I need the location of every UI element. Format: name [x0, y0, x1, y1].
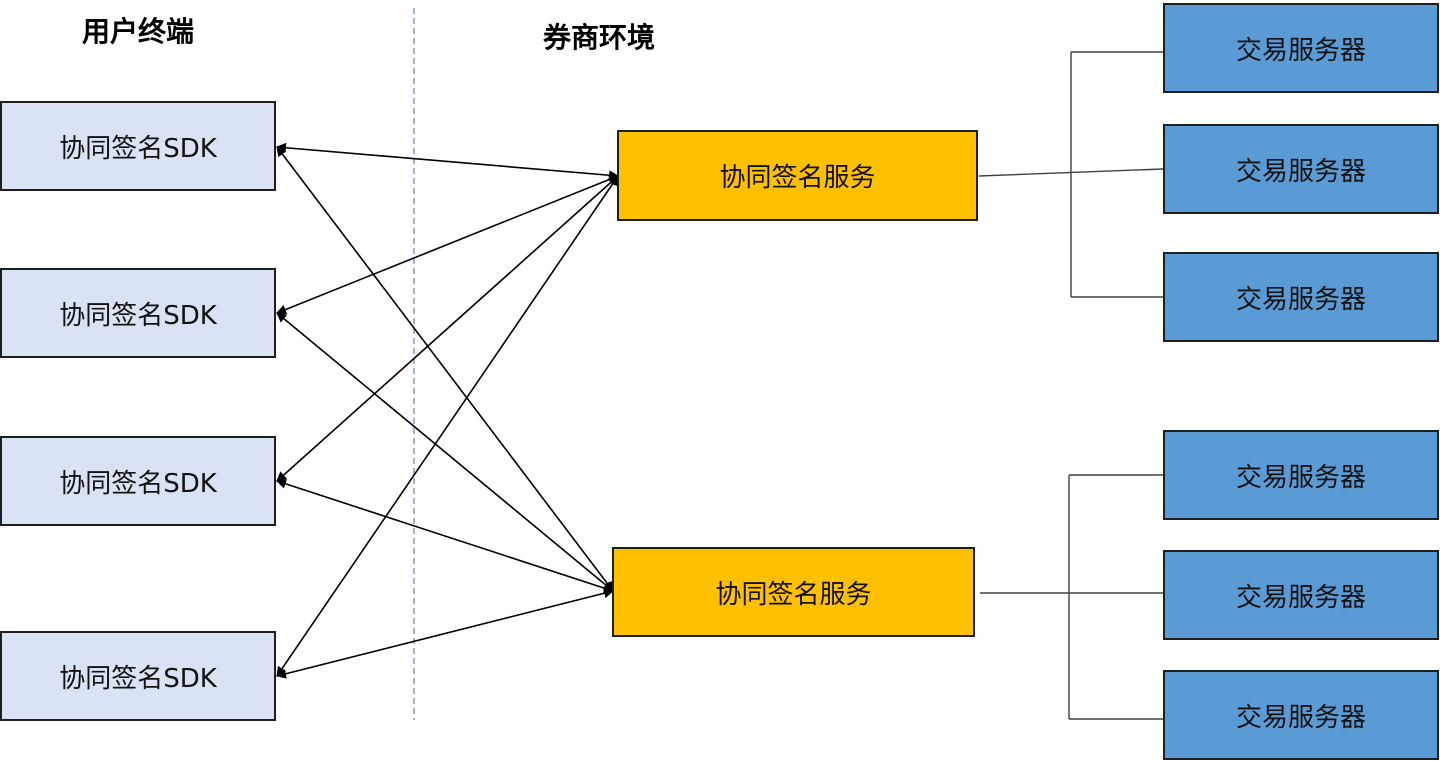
- trade-server-node: 交易服务器: [1163, 252, 1439, 342]
- trade-server-label: 交易服务器: [1235, 284, 1366, 315]
- signing-service-label: 协同签名服务: [715, 579, 872, 610]
- trade-server-label: 交易服务器: [1235, 702, 1366, 733]
- signing-service-node: 协同签名服务: [612, 547, 975, 637]
- arrow-sdk2-svc1: [276, 479, 614, 593]
- arrow-sdk3-svc0: [276, 175, 619, 677]
- trade-server-node: 交易服务器: [1163, 124, 1439, 214]
- trade-server-node: 交易服务器: [1163, 430, 1439, 520]
- signing-service-label: 协同签名服务: [719, 163, 876, 193]
- trade-server-label: 交易服务器: [1235, 35, 1366, 66]
- arrow-sdk1-svc0: [276, 174, 619, 315]
- arrow-sdk0-svc1: [276, 146, 614, 592]
- sdk-node: 协同签名SDK: [0, 101, 276, 191]
- sdk-node: 协同签名SDK: [0, 268, 276, 358]
- trade-server-node: 交易服务器: [1163, 670, 1439, 760]
- sdk-node-label: 协同签名SDK: [59, 133, 217, 164]
- trade-server-node: 交易服务器: [1163, 550, 1439, 640]
- arrow-sdk0-svc0: [276, 142, 619, 181]
- sdk-node-label: 协同签名SDK: [59, 300, 217, 331]
- arrow-sdk3-svc1: [276, 588, 614, 679]
- arrow-sdk1-svc1: [276, 312, 614, 592]
- trade-server-label: 交易服务器: [1235, 582, 1366, 613]
- signing-service-node: 协同签名服务: [617, 130, 978, 221]
- zone-heading-user: 用户终端: [82, 15, 195, 48]
- arrow-sdk2-svc0: [276, 175, 619, 482]
- sdk-node: 协同签名SDK: [0, 631, 276, 721]
- sdk-node-label: 协同签名SDK: [59, 663, 217, 694]
- zone-heading-broker: 券商环境: [543, 21, 656, 54]
- trade-server-label: 交易服务器: [1235, 462, 1366, 493]
- sdk-node-label: 协同签名SDK: [59, 468, 217, 499]
- sdk-node: 协同签名SDK: [0, 436, 276, 526]
- trade-server-label: 交易服务器: [1235, 156, 1366, 187]
- trade-server-node: 交易服务器: [1163, 3, 1439, 93]
